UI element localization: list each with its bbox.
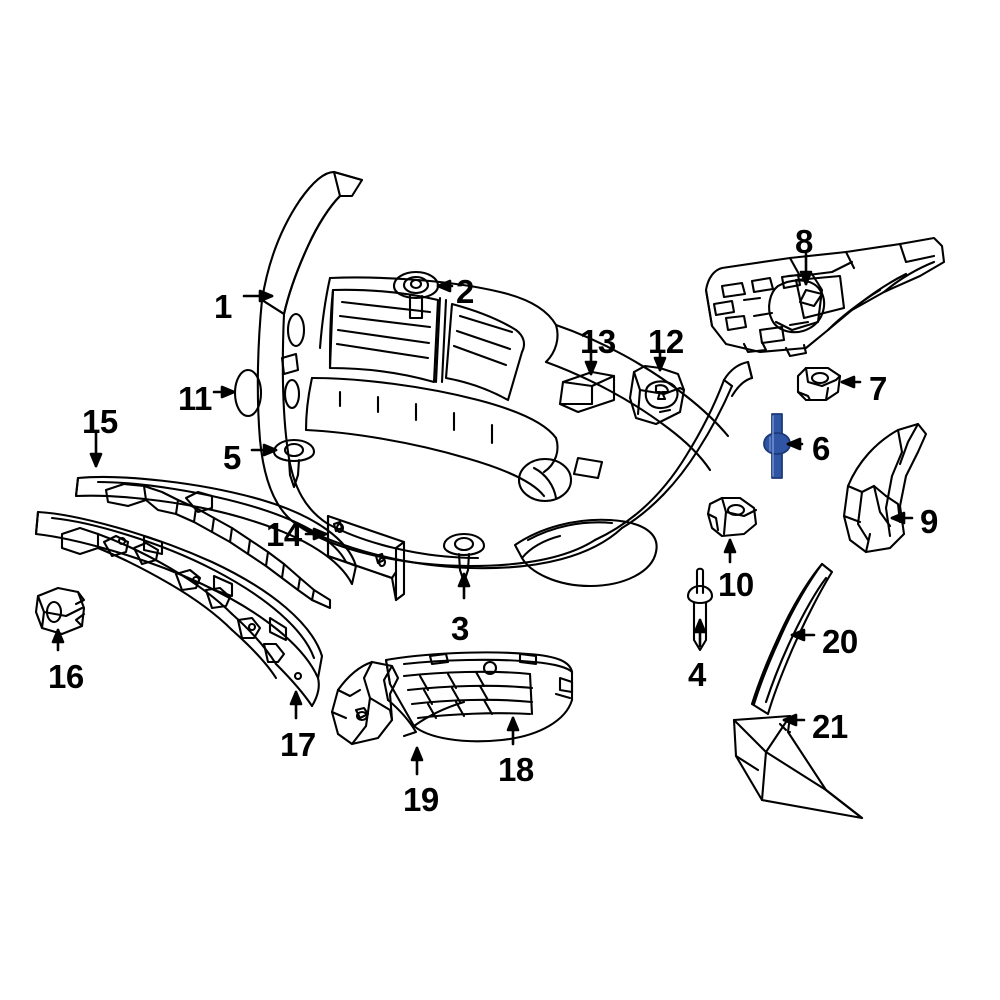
part-lower-grille-shape <box>34 510 324 708</box>
callout-label-16[interactable]: 16 <box>48 658 84 695</box>
part-guide-bracket-shape <box>706 496 758 538</box>
part-upper-grille-trim-shape <box>74 475 358 610</box>
callout-label-15[interactable]: 15 <box>82 403 118 440</box>
part-mounting-bolt-shape <box>763 413 791 479</box>
part-grille-retainer-shape <box>34 586 86 636</box>
callout-label-1[interactable]: 1 <box>214 288 232 325</box>
callout-label-20[interactable]: 20 <box>822 623 858 660</box>
part-air-duct-cover-shape <box>330 660 418 746</box>
callout-arrows <box>51 252 914 776</box>
callout-label-14[interactable]: 14 <box>266 516 302 553</box>
callout-label-19[interactable]: 19 <box>403 781 439 818</box>
callout-label-9[interactable]: 9 <box>920 503 938 540</box>
callout-label-11[interactable]: 11 <box>178 380 212 417</box>
callout-label-17[interactable]: 17 <box>280 726 316 763</box>
callout-label-2[interactable]: 2 <box>456 273 474 310</box>
part-sensor-cover-shape <box>628 364 686 426</box>
part-tow-eye-cap-shape <box>233 368 263 418</box>
part-retainer-clip-shape <box>796 366 842 402</box>
callout-label-6[interactable]: 6 <box>812 430 830 467</box>
callout-label-4[interactable]: 4 <box>688 656 706 693</box>
part-bumper-cover-shape <box>256 170 754 588</box>
callout-label-3[interactable]: 3 <box>451 610 469 647</box>
part-wheel-arch-molding-shape <box>750 562 834 716</box>
callout-label-18[interactable]: 18 <box>498 751 534 788</box>
callout-label-7[interactable]: 7 <box>869 370 887 407</box>
part-fog-light-grille-shape <box>384 651 574 743</box>
callout-label-12[interactable]: 12 <box>648 323 684 360</box>
callout-label-5[interactable]: 5 <box>223 439 241 476</box>
callout-label-13[interactable]: 13 <box>580 323 616 360</box>
callout-label-21[interactable]: 21 <box>812 708 848 745</box>
callout-label-10[interactable]: 10 <box>718 566 754 603</box>
callout-label-8[interactable]: 8 <box>795 223 813 260</box>
part-bumper-bracket-shape <box>704 236 946 358</box>
part-side-support-bracket-shape <box>842 422 928 554</box>
part-trim-clip-shape <box>272 438 316 489</box>
part-expansion-rivet-shape <box>686 567 714 652</box>
